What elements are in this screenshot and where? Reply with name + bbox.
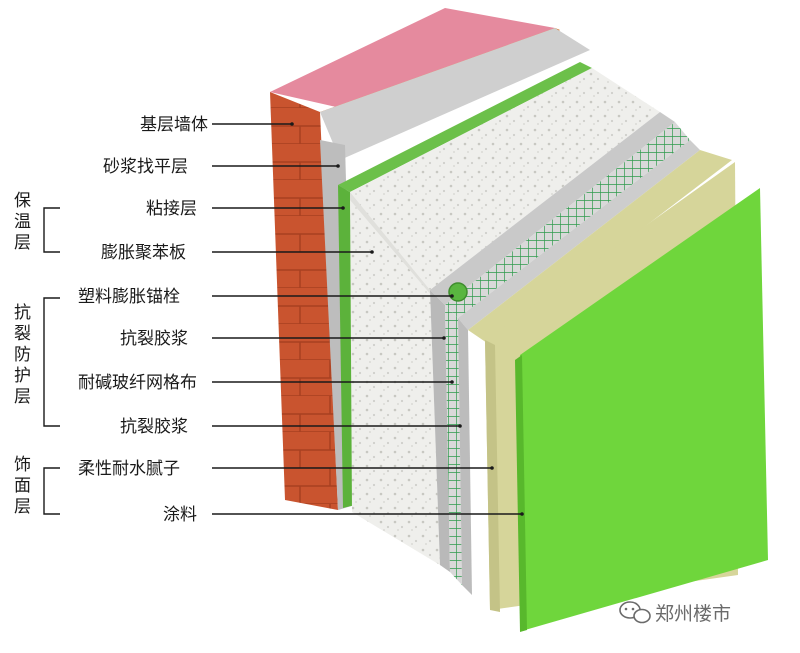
leader-dot-coating [520,512,524,516]
group-brackets [43,207,60,515]
eps-top-face [350,68,660,290]
bracket-crack-protection [43,297,60,427]
wechat-icon [619,601,651,624]
anchor-head [448,282,468,302]
leader-dot-mesh [450,380,454,384]
mesh-top-face [445,122,690,318]
leader-dot-leveling-mortar [336,164,340,168]
leader-dot-adhesive [341,206,345,210]
label-mesh: 耐碱玻纤网格布 [78,373,197,393]
crack-mortar-mesh-block [430,112,700,595]
label-adhesive: 粘接层 [146,199,197,219]
label-crack-mortar-2: 抗裂胶浆 [120,417,188,437]
leader-dot-putty [490,466,494,470]
bracket-finish [43,467,60,515]
group-labels: 保温层 抗裂防护层 饰面层 [14,191,31,517]
layer-labels: 基层墙体 砂浆找平层 粘接层 膨胀聚苯板 塑料膨胀锚栓 抗裂胶浆 耐碱玻纤网格布… [78,115,208,525]
bracket-insulation [43,207,60,253]
leader-dot-eps-board [370,250,374,254]
label-putty: 柔性耐水腻子 [78,459,180,479]
watermark-text: 郑州楼市 [655,603,731,625]
leader-dot-crack-mortar-2 [458,424,462,428]
group-label-insulation: 保温层 [14,191,31,253]
eps-board-block [350,68,660,565]
label-anchor: 塑料膨胀锚栓 [78,287,180,307]
mesh-front-face [445,305,462,585]
group-label-finish: 饰面层 [14,455,31,517]
coating-face [520,188,768,630]
label-base-wall: 基层墙体 [140,115,208,135]
eps-front-face [350,192,440,565]
label-crack-mortar-1: 抗裂胶浆 [120,329,188,349]
label-eps-board: 膨胀聚苯板 [101,243,186,263]
coating-layer [515,188,768,632]
brick-top-face [270,8,555,118]
label-leveling-mortar: 砂浆找平层 [103,157,188,177]
watermark: 郑州楼市 [619,601,731,625]
brick-front-face [270,92,338,510]
leader-lines [212,122,524,516]
group-label-crack-protection: 抗裂防护层 [14,303,31,407]
leader-dot-anchor [450,294,454,298]
label-coating: 涂料 [163,505,197,525]
leader-dot-base-wall [290,122,294,126]
leader-dot-crack-mortar-1 [442,336,446,340]
